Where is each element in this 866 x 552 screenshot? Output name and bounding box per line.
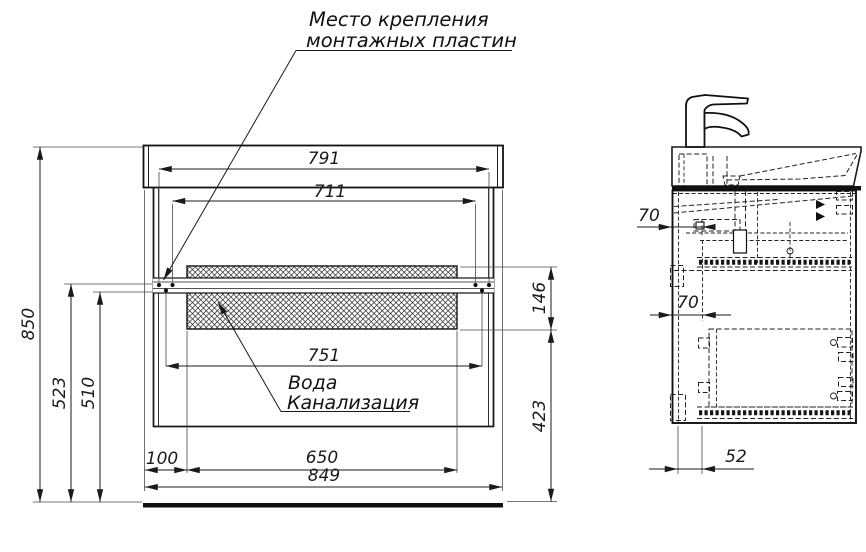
water-label: Вода xyxy=(288,372,337,394)
front-dimension-lines xyxy=(36,147,555,502)
dim-510-label: 510 xyxy=(79,377,99,409)
annotations: Место крепления монтажных пластин Вода К… xyxy=(163,8,517,414)
dim-849-label: 849 xyxy=(308,466,340,486)
side-basin xyxy=(671,146,862,187)
side-dimension-lines xyxy=(637,223,754,473)
dim-523-label: 523 xyxy=(50,377,70,409)
dim-850-label: 850 xyxy=(19,308,39,340)
side-countertop-edge xyxy=(672,186,861,191)
dim-650-label: 650 xyxy=(306,448,338,468)
front-extension-lines xyxy=(33,146,557,503)
mounting-screws xyxy=(156,282,492,293)
side-cabinet-body xyxy=(671,189,857,424)
utilities-leader xyxy=(217,301,282,412)
sewage-label: Канализация xyxy=(287,392,419,414)
mounting-note-leader xyxy=(163,50,297,281)
side-cabinet-hidden-lines xyxy=(670,191,855,422)
dim-146-label: 146 xyxy=(530,282,550,315)
mounting-zone-hatch xyxy=(186,265,458,330)
side-view: 70 70 52 xyxy=(637,94,862,474)
dim-791-label: 791 xyxy=(308,149,340,169)
front-cabinet-body xyxy=(152,188,495,428)
dim-70-upper-label: 70 xyxy=(638,206,660,226)
dim-751-label: 751 xyxy=(308,346,340,366)
faucet xyxy=(685,94,750,148)
mounting-note-line1: Место крепления xyxy=(309,8,489,31)
side-basin-hidden-lines xyxy=(678,153,858,187)
front-view: 791 711 751 100 650 849 146 423 850 523 … xyxy=(19,144,557,508)
floor-line xyxy=(143,503,503,508)
dim-70-lower-label: 70 xyxy=(677,293,699,313)
dim-711-label: 711 xyxy=(314,182,346,202)
dim-100-label: 100 xyxy=(146,449,178,469)
mounting-rail xyxy=(153,277,494,294)
dim-423-label: 423 xyxy=(530,400,550,432)
dim-52-label: 52 xyxy=(725,447,747,467)
mounting-note-line2: монтажных пластин xyxy=(306,29,517,52)
